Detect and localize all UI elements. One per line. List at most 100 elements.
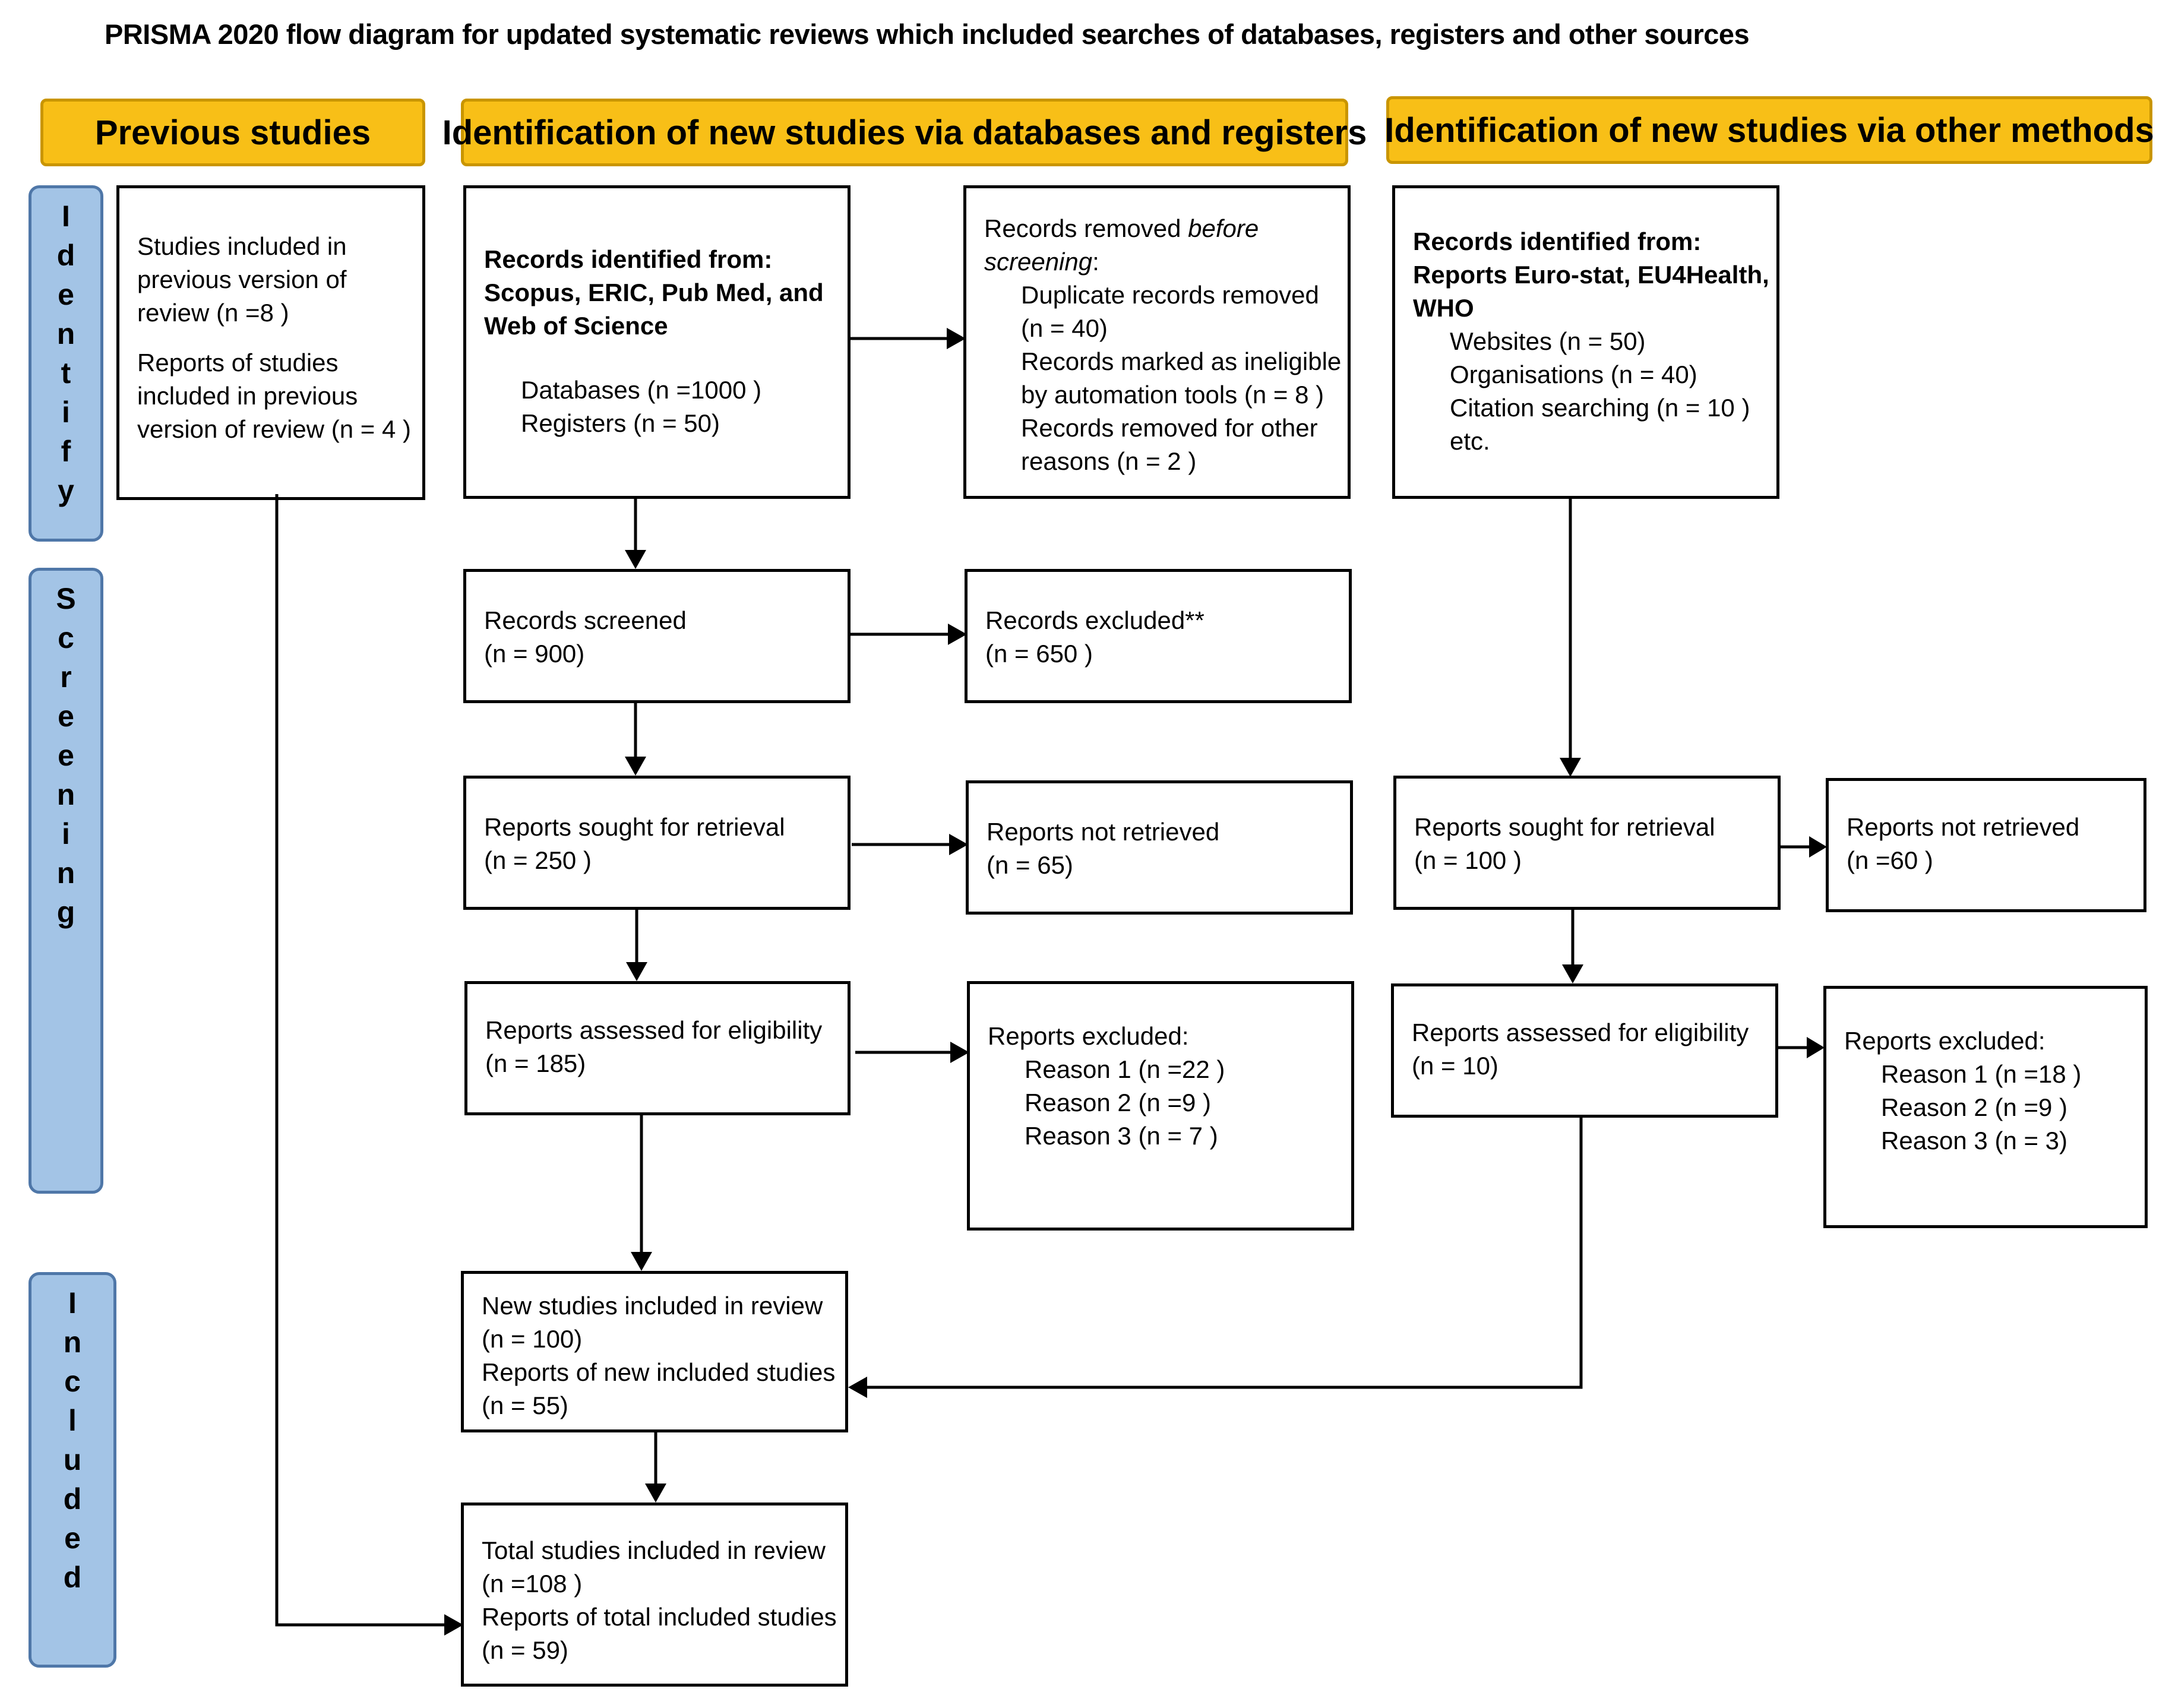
excluded-count: (n = 650 ) (985, 640, 1093, 668)
other-reports-sought-box: Reports sought for retrieval (n = 100 ) (1393, 776, 1781, 910)
phase-letter: c (58, 621, 74, 654)
removed-line-1b: before (1188, 214, 1259, 242)
other-reports-not-retrieved-box: Reports not retrieved (n =60 ) (1826, 778, 2146, 912)
other-assessed-label: Reports assessed for eligibility (1412, 1019, 1749, 1046)
phase-letter: c (64, 1365, 81, 1398)
records-removed-box: Records removed before screening: Duplic… (963, 185, 1351, 499)
db-assessed-count: (n = 185) (485, 1049, 586, 1077)
previous-studies-box: Studies included in previous version of … (116, 185, 425, 500)
removed-line-8: reasons (n = 2 ) (1021, 447, 1197, 475)
phase-letter: n (56, 856, 75, 890)
other-identified-websites: Websites (n = 50) (1450, 327, 1646, 355)
new-included-line-4: (n = 55) (482, 1391, 568, 1419)
removed-line-1a: Records removed (984, 214, 1188, 242)
other-identified-heading-2: Reports Euro-stat, EU4Health, (1413, 261, 1769, 289)
arrow-other-assessed-to-new-included (864, 1118, 1583, 1389)
db-identified-heading-2: Scopus, ERIC, Pub Med, and (484, 279, 824, 306)
phase-letter: e (64, 1522, 81, 1555)
records-identified-databases-box: Records identified from: Scopus, ERIC, P… (463, 185, 851, 499)
screened-label: Records screened (484, 606, 687, 634)
total-included-line-4: (n = 59) (482, 1636, 568, 1664)
new-studies-included-box: New studies included in review (n = 100)… (461, 1271, 848, 1432)
header-other-methods: Identification of new studies via other … (1384, 96, 2154, 164)
phase-letter: y (58, 474, 74, 507)
phase-letter: l (68, 1404, 77, 1437)
new-included-line-3: Reports of new included studies (482, 1358, 836, 1386)
other-identified-organisations: Organisations (n = 40) (1450, 360, 1697, 388)
phase-letter: r (60, 660, 72, 694)
previous-line-6: version of review (n = 4 ) (137, 415, 412, 443)
db-assessed-label: Reports assessed for eligibility (485, 1016, 823, 1044)
db-identified-registers: Registers (n = 50) (521, 409, 720, 437)
other-reason-3: Reason 3 (n = 3) (1881, 1127, 2068, 1155)
other-assessed-count: (n = 10) (1412, 1052, 1498, 1080)
db-reports-sought-box: Reports sought for retrieval (n = 250 ) (463, 776, 851, 910)
phase-letter: n (56, 778, 75, 811)
other-reports-excluded-box: Reports excluded: Reason 1 (n =18 ) Reas… (1823, 986, 2148, 1228)
db-reports-excluded-label: Reports excluded: (988, 1022, 1189, 1050)
records-identified-other-box: Records identified from: Reports Euro-st… (1392, 185, 1779, 499)
db-identified-heading-3: Web of Science (484, 312, 668, 340)
db-reason-2: Reason 2 (n =9 ) (1025, 1089, 1212, 1116)
other-reason-2: Reason 2 (n =9 ) (1881, 1093, 2068, 1121)
screened-count: (n = 900) (484, 640, 585, 668)
phase-letter: f (61, 435, 71, 468)
total-included-line-1: Total studies included in review (482, 1536, 826, 1564)
total-included-line-3: Reports of total included studies (482, 1603, 837, 1631)
arrow-previous-to-total (275, 494, 448, 1627)
phase-letter: e (58, 739, 74, 772)
phase-letter: n (56, 317, 75, 350)
phase-letter: i (62, 396, 70, 429)
phase-letter: d (63, 1482, 82, 1516)
db-reason-3: Reason 3 (n = 7 ) (1025, 1122, 1218, 1150)
other-reports-assessed-box: Reports assessed for eligibility (n = 10… (1391, 983, 1778, 1118)
db-reports-not-retrieved-box: Reports not retrieved (n = 65) (966, 780, 1353, 915)
previous-line-4: Reports of studies (137, 349, 339, 377)
removed-line-4: (n = 40) (1021, 314, 1108, 342)
records-screened-box: Records screened (n = 900) (463, 569, 851, 703)
other-reports-excluded-label: Reports excluded: (1844, 1027, 2045, 1055)
header-previous-studies: Previous studies (40, 99, 425, 166)
removed-line-6: by automation tools (n = 8 ) (1021, 381, 1324, 409)
other-identified-heading-1: Records identified from: (1413, 227, 1702, 255)
phase-letter: S (56, 582, 76, 615)
other-not-retrieved-label: Reports not retrieved (1847, 813, 2080, 841)
phase-letter: d (56, 239, 75, 272)
db-identified-heading-1: Records identified from: (484, 245, 773, 273)
other-sought-count: (n = 100 ) (1414, 846, 1522, 874)
phase-letter: t (61, 356, 71, 390)
phase-letter: e (58, 700, 74, 733)
other-identified-citation: Citation searching (n = 10 ) (1450, 394, 1750, 422)
records-excluded-box: Records excluded** (n = 650 ) (965, 569, 1352, 703)
removed-line-5: Records marked as ineligible (1021, 347, 1342, 375)
db-sought-label: Reports sought for retrieval (484, 813, 785, 841)
total-included-line-2: (n =108 ) (482, 1570, 583, 1598)
db-reports-excluded-box: Reports excluded: Reason 1 (n =22 ) Reas… (967, 981, 1354, 1231)
other-identified-heading-3: WHO (1413, 294, 1474, 322)
arrowhead (947, 328, 966, 349)
db-identified-databases: Databases (n =1000 ) (521, 376, 762, 404)
db-sought-count: (n = 250 ) (484, 846, 592, 874)
removed-line-3: Duplicate records removed (1021, 281, 1319, 309)
db-reports-assessed-box: Reports assessed for eligibility (n = 18… (464, 981, 851, 1115)
phase-letter: u (63, 1443, 82, 1476)
removed-line-2b: : (1092, 248, 1099, 276)
removed-line-7: Records removed for other (1021, 414, 1318, 442)
previous-line-1: Studies included in (137, 232, 347, 260)
new-included-line-2: (n = 100) (482, 1325, 583, 1353)
phase-letter: g (56, 896, 75, 929)
other-identified-etc: etc. (1450, 427, 1490, 455)
db-not-retrieved-count: (n = 65) (987, 851, 1073, 879)
previous-line-5: included in previous (137, 382, 358, 410)
previous-line-3: review (n =8 ) (137, 299, 289, 327)
phase-letter: n (63, 1326, 82, 1359)
other-not-retrieved-count: (n =60 ) (1847, 846, 1933, 874)
other-sought-label: Reports sought for retrieval (1414, 813, 1715, 841)
db-reason-1: Reason 1 (n =22 ) (1025, 1055, 1225, 1083)
other-reason-1: Reason 1 (n =18 ) (1881, 1060, 2082, 1088)
phase-letter: d (63, 1561, 82, 1594)
